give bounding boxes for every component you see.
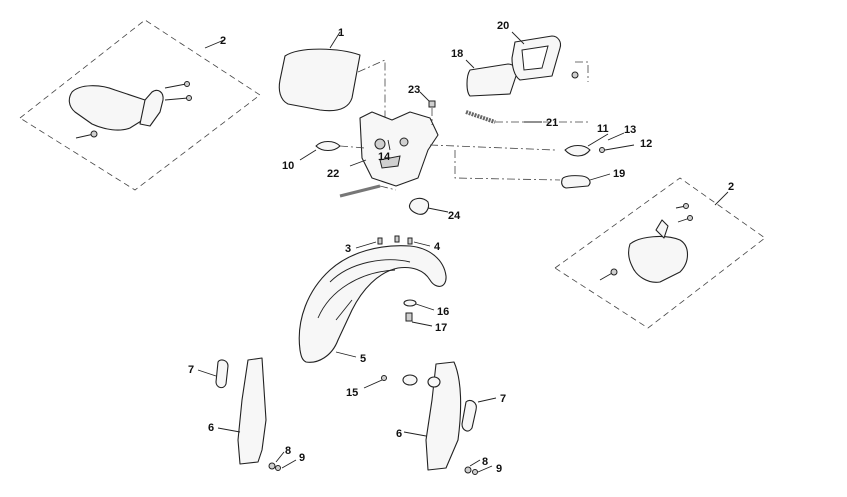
callout-22: 22 (327, 168, 339, 180)
headlight-bracket (349, 111, 439, 187)
callout-7-right: 7 (500, 393, 506, 405)
callout-17: 17 (435, 322, 447, 334)
bracket-long-bolt (339, 184, 381, 198)
callout-23: 23 (408, 84, 420, 96)
callout-8-right: 8 (482, 456, 488, 468)
callout-5: 5 (360, 353, 366, 365)
bumper-right (427, 376, 441, 388)
handguard-left-bracket (139, 89, 164, 127)
headlight-mask (278, 48, 361, 112)
callout-2-left: 2 (220, 35, 226, 47)
callout-15: 15 (346, 387, 358, 399)
callout-11: 11 (597, 123, 609, 135)
headlight-lamp (466, 63, 518, 97)
callout-3: 3 (345, 243, 351, 255)
grommet (408, 197, 430, 215)
spring-rod (465, 110, 496, 124)
handguard-right-dashed-box (554, 177, 766, 329)
handguard-right (628, 235, 689, 283)
turn-signal-right (564, 144, 591, 157)
fork-guard-left (197, 357, 297, 471)
callout-6-left: 6 (208, 422, 214, 434)
callout-9-right: 9 (496, 463, 502, 475)
turn-signal-left (315, 140, 341, 152)
callout-13: 13 (624, 124, 636, 136)
callout-2-right: 2 (728, 181, 734, 193)
bumper-left (402, 374, 418, 386)
callout-24: 24 (448, 210, 461, 222)
callout-10: 10 (282, 160, 294, 172)
fork-guard-right (403, 361, 497, 475)
callout-16: 16 (437, 306, 449, 318)
handguard-left-group (19, 19, 261, 191)
front-fender (298, 245, 447, 363)
handguard-left-dashed-box (19, 19, 261, 191)
callout-20: 20 (497, 20, 509, 32)
callout-7-left: 7 (188, 364, 194, 376)
handguard-right-group (554, 177, 766, 329)
callout-12: 12 (640, 138, 652, 150)
callout-18: 18 (451, 48, 463, 60)
callout-6-right: 6 (396, 428, 402, 440)
callout-21: 21 (546, 117, 558, 129)
cable-clamp (561, 175, 591, 189)
callout-4: 4 (434, 241, 441, 253)
callout-19: 19 (613, 168, 625, 180)
callout-14: 14 (378, 151, 391, 163)
callout-1: 1 (338, 27, 344, 39)
callout-9-left: 9 (299, 452, 305, 464)
callout-8-left: 8 (285, 445, 291, 457)
handguard-left (68, 85, 151, 131)
